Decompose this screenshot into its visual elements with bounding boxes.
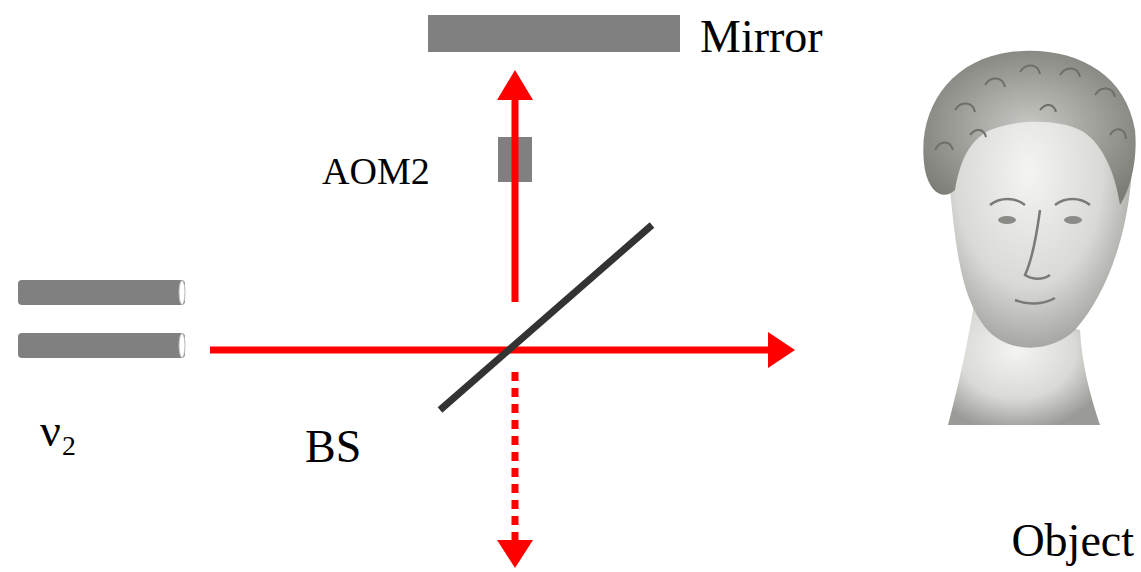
fiber-source — [18, 280, 185, 358]
part-label: AOM2 — [322, 152, 430, 190]
beam-splitter — [440, 225, 652, 410]
part-label: BS — [305, 424, 361, 470]
mirror-plate — [428, 15, 680, 52]
part-label: Object — [1011, 518, 1134, 564]
beam-arrowhead — [768, 332, 795, 368]
beam-arrowhead — [497, 540, 533, 568]
bust-object — [923, 51, 1135, 425]
output-beam — [512, 372, 519, 540]
laser-beam — [512, 98, 519, 302]
part-label: Mirror — [700, 14, 823, 60]
source-label: ν₂ — [40, 408, 77, 454]
beam-arrowhead — [497, 70, 533, 100]
laser-beam — [210, 347, 772, 354]
